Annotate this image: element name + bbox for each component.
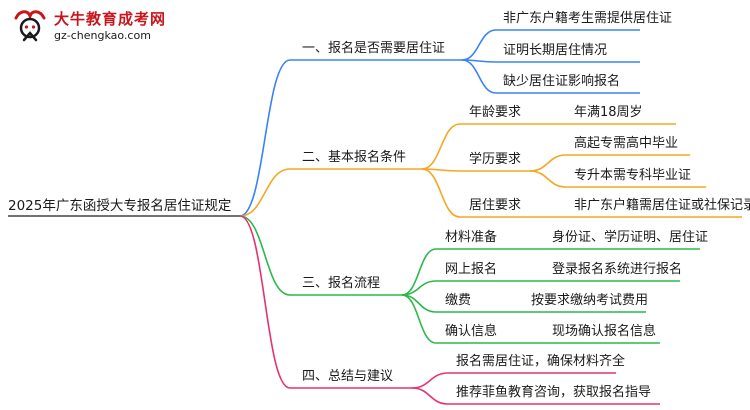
b1-item-3: 缺少居住证影响报名 [503, 74, 621, 89]
site-logo[interactable]: 大牛教育成考网 gz-chengkao.com [4, 4, 194, 50]
b4-connector-2 [411, 387, 449, 405]
branch-4-label: 四、总结与建议 [302, 369, 394, 384]
b4-item-2: 推荐菲鱼教育咨询，获取报名指导 [456, 385, 652, 400]
b2-residence-detail: 非广东户籍需居住证或社保记录 [574, 198, 750, 213]
bull-logo-icon [14, 10, 46, 42]
b2-connector-1 [421, 123, 461, 170]
b3-online-detail: 登录报名系统进行报名 [552, 262, 683, 277]
b1-connector-3 [461, 59, 497, 94]
logo-title: 大牛教育成考网 [54, 10, 167, 28]
b2-edu-detail-2: 专升本需专科毕业证 [574, 168, 692, 183]
b2-age-detail: 年满18周岁 [574, 105, 643, 120]
b1-connector-1 [461, 29, 497, 61]
branch-1-label: 一、报名是否需要居住证 [302, 41, 446, 56]
b2-edu-connector-1 [529, 154, 567, 172]
b3-online: 网上报名 [445, 262, 498, 277]
b2-residence: 居住要求 [469, 198, 522, 213]
b3-materials-detail: 身份证、学历证明、居住证 [552, 230, 709, 245]
root-to-branch-1 [239, 59, 291, 217]
root-topic: 2025年广东函授大专报名居住证规定 [8, 198, 232, 214]
b2-edu-detail-1: 高起专需高中毕业 [574, 136, 679, 151]
b4-connector-1 [411, 372, 449, 389]
b3-confirm: 确认信息 [445, 324, 498, 339]
b2-education: 学历要求 [469, 152, 522, 167]
b2-edu-connector-2 [529, 170, 567, 188]
root-to-branch-4 [239, 215, 291, 389]
branch-3-label: 三、报名流程 [302, 276, 381, 291]
b1-item-1: 非广东户籍考生需提供居住证 [503, 11, 673, 26]
b3-connector-1 [401, 248, 437, 296]
b4-item-1: 报名需居住证，确保材料齐全 [456, 354, 626, 369]
b3-payment-detail: 按要求缴纳考试费用 [531, 293, 649, 308]
logo-url: gz-chengkao.com [54, 29, 151, 42]
b3-materials: 材料准备 [445, 230, 498, 245]
branch-2-label: 二、基本报名条件 [302, 150, 407, 165]
b3-payment: 缴费 [445, 293, 472, 308]
root-to-branch-2 [239, 168, 291, 217]
b2-connector-3 [421, 168, 461, 218]
b2-age: 年龄要求 [469, 105, 522, 120]
root-to-branch-3 [239, 215, 291, 296]
b3-confirm-detail: 现场确认报名信息 [552, 324, 657, 339]
b3-connector-4 [401, 294, 437, 344]
b1-item-2: 证明长期居住情况 [503, 43, 608, 58]
